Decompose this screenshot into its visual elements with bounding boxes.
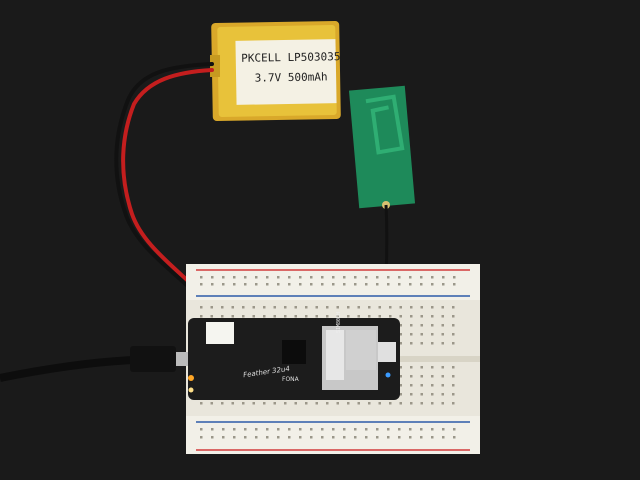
- usb-cable: [0, 346, 190, 382]
- board-sub-label: FONA: [282, 376, 299, 383]
- battery-model-text: PKCELL LP503035: [241, 50, 341, 65]
- battery-wires: [114, 62, 224, 320]
- battery-label: PKCELL LP503035 3.7V 500mAh: [236, 47, 347, 89]
- battery-capacity-text: 3.7V 500mAh: [254, 70, 328, 85]
- lipo-battery: [210, 20, 341, 122]
- feather-fona-board: [188, 318, 400, 400]
- sim-module-label: SIM800H: [336, 311, 342, 333]
